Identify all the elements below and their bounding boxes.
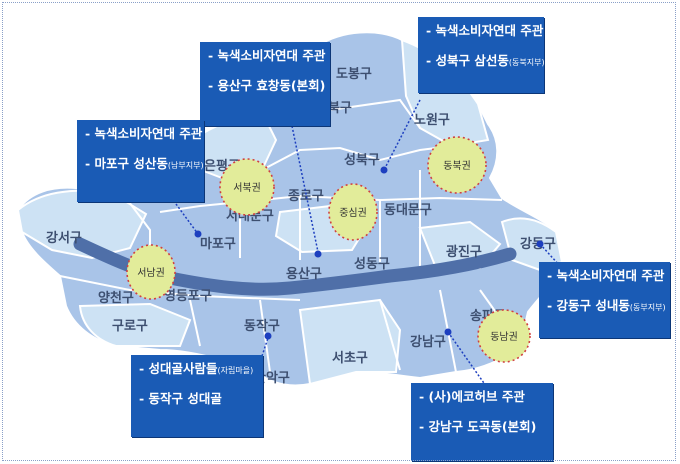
callout-seongbuk-line1: - 녹색소비자연대 주관 (426, 23, 544, 38)
district-label-dongjak: 동작구 (244, 318, 280, 334)
zone-label-center: 중심권 (339, 207, 367, 219)
district-label-guro: 구로구 (112, 319, 148, 334)
district-area-guro (78, 302, 192, 347)
district-label-mapo: 마포구 (200, 236, 236, 252)
marker-seongbuk (380, 166, 388, 174)
district-label-seongbuk: 성북구 (344, 153, 380, 168)
callout-yongsan-line1: - 녹색소비자연대 주관 (208, 48, 326, 63)
callout-mapo-line2: - 마포구 성산동 (85, 155, 168, 171)
zone-label-northeast: 동북권 (443, 160, 471, 172)
district-label-dobong: 도봉구 (336, 67, 372, 82)
zone-circles: 동북권 서북권 중심권 서남권 동남권 (126, 136, 531, 363)
callout-gangdong: - 녹색소비자연대 주관 - 강동구 성내동(동부지부) (539, 262, 670, 338)
leader-line-dongjak (261, 337, 269, 357)
district-label-yongsan: 용산구 (286, 266, 322, 282)
zone-label-southeast: 동남권 (490, 331, 518, 343)
zone-circle-southwest (126, 244, 176, 300)
callout-seongbuk: - 녹색소비자연대 주관 - 성북구 삼선동(동북지부) (418, 17, 545, 93)
callout-gangdong-line1: - 녹색소비자연대 주관 (547, 268, 665, 283)
district-area-seocho (298, 298, 402, 386)
callout-seongbuk-line2-note: (동북지부) (508, 57, 545, 67)
callout-seongbuk-line2: - 성북구 삼선동 (426, 52, 509, 68)
zone-circle-southeast (477, 309, 531, 363)
district-label-yeongdeungpo: 영등포구 (164, 289, 212, 304)
callout-gangnam-line1: - (사)에코허브 주관 (419, 389, 525, 404)
zone-circle-center (328, 183, 378, 241)
district-label-gangnam: 강남구 (410, 334, 446, 350)
leader-line-yongsan (291, 125, 319, 253)
callout-dongjak-line2: - 동작구 성대골 (139, 390, 222, 406)
district-label-nowon: 노원구 (414, 113, 450, 128)
district-label-gwangjin: 광진구 (446, 244, 482, 260)
callout-mapo: - 녹색소비자연대 주관 - 마포구 성산동(남부지부) (77, 120, 204, 202)
callout-yongsan-line2: - 용산구 효창동(본회) (208, 77, 326, 93)
marker-gangdong (536, 240, 544, 248)
zone-circle-northeast (427, 136, 487, 194)
callout-dongjak-line1-note: (자립마을) (217, 366, 254, 375)
marker-gangnam (444, 328, 452, 336)
district-label-yangcheon: 양천구 (98, 291, 134, 306)
callout-dongjak-line1: - 성대골사람들 (139, 361, 218, 376)
marker-mapo (194, 230, 202, 238)
district-label-dongdaemun: 동대문구 (384, 203, 432, 218)
callout-gangdong-line2: - 강동구 성내동 (547, 297, 630, 313)
zone-label-southwest: 서남권 (137, 267, 165, 279)
callout-mapo-line1: - 녹색소비자연대 주관 (85, 126, 203, 141)
site-markers (194, 166, 544, 340)
leader-line-gangnam (447, 331, 487, 387)
zone-circle-northwest (219, 158, 275, 216)
district-label-seongdong: 성동구 (354, 257, 390, 272)
marker-yongsan (314, 250, 322, 258)
callout-gangdong-line2-note: (동부지부) (629, 302, 666, 312)
district-label-jongno: 종로구 (288, 189, 324, 204)
leader-line-seongbuk (383, 99, 421, 171)
district-label-gangseo: 강서구 (46, 230, 82, 246)
marker-dongjak (264, 332, 272, 340)
callout-gangnam: - (사)에코허브 주관 - 강남구 도곡동(본회) (411, 383, 553, 461)
zone-label-northwest: 서북권 (233, 182, 261, 194)
callout-dongjak: - 성대골사람들(자립마을) - 동작구 성대골 (131, 355, 263, 437)
callout-gangnam-line2: - 강남구 도곡동(본회) (419, 418, 537, 434)
callout-yongsan: - 녹색소비자연대 주관 - 용산구 효창동(본회) (200, 42, 330, 126)
district-label-seocho: 서초구 (332, 351, 368, 366)
callout-mapo-line2-note: (남부지부) (167, 160, 204, 170)
